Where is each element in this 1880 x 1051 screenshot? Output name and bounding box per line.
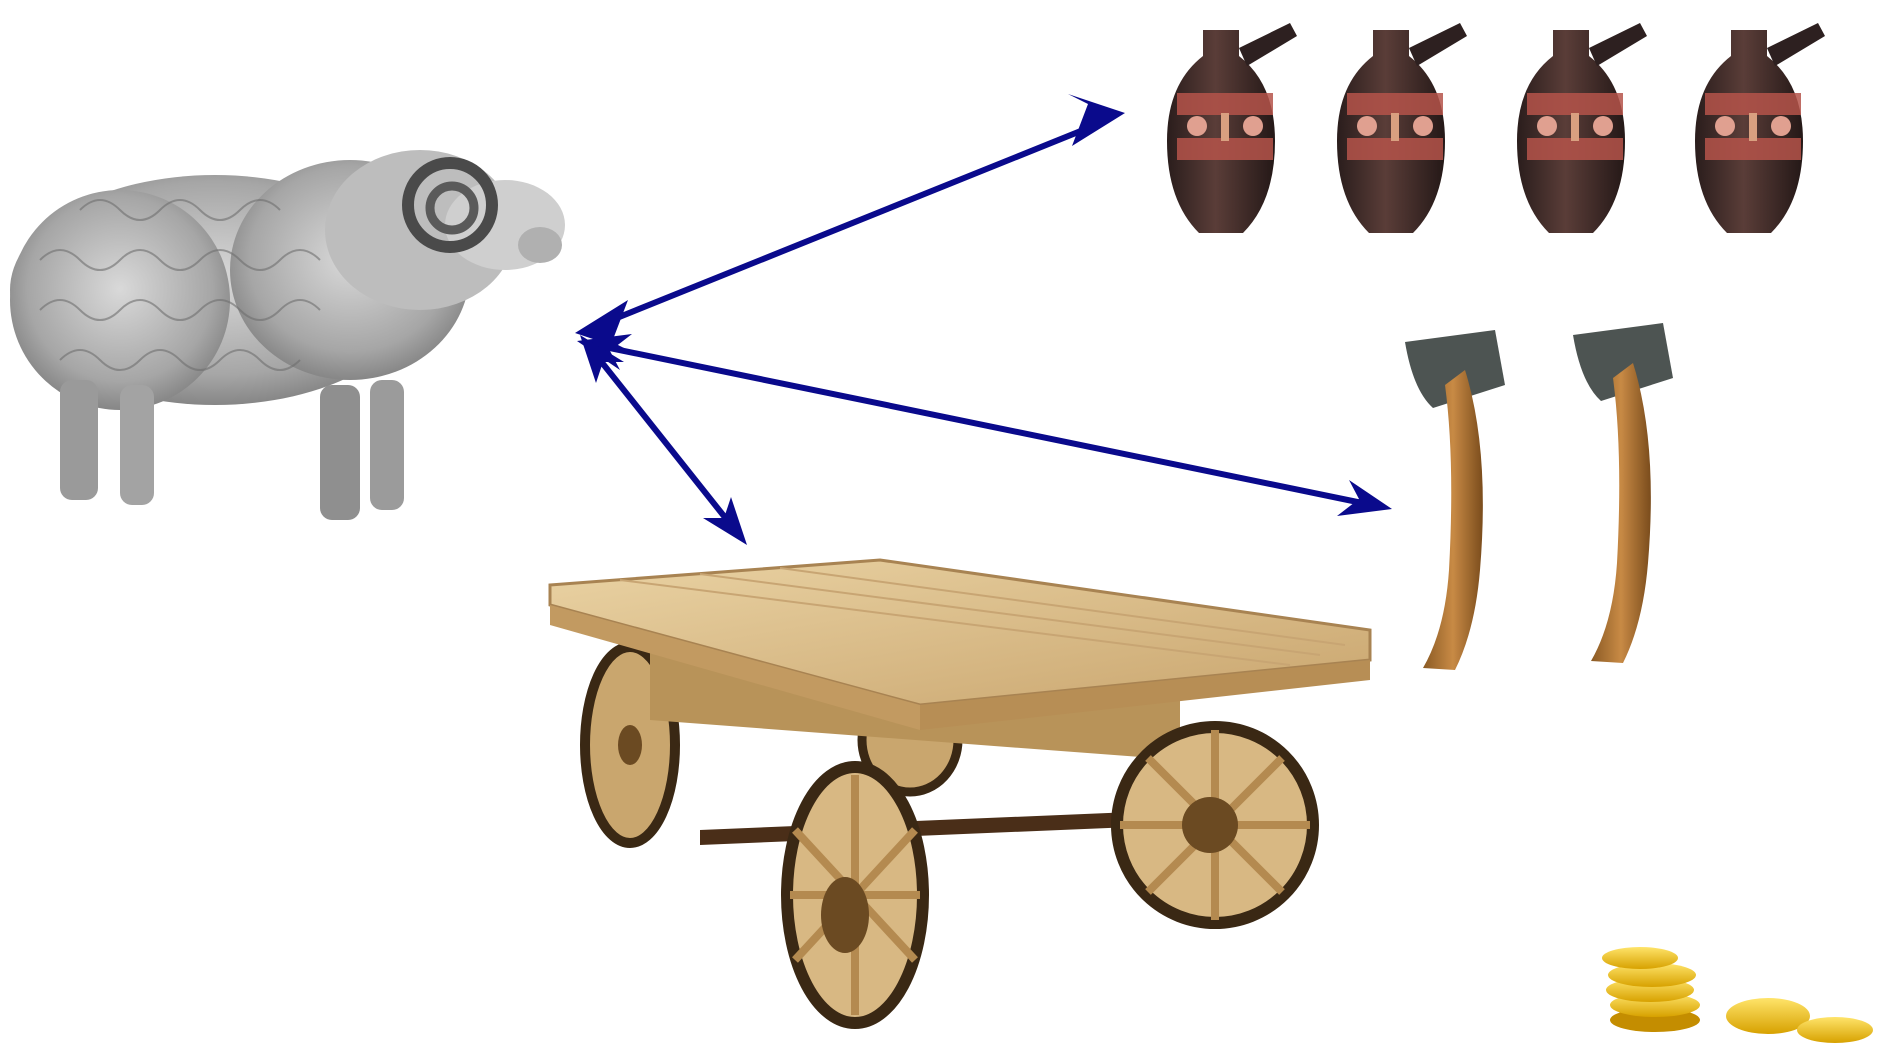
- jug-1: [1167, 23, 1297, 233]
- axes-group: [1405, 323, 1673, 670]
- cart-wheel-front-right: [1117, 727, 1313, 923]
- axe-1: [1405, 330, 1505, 670]
- arrow-sheep-jugs: [575, 94, 1125, 352]
- axe-2: [1573, 323, 1673, 663]
- jugs-group: [1167, 23, 1825, 233]
- coins-illustration: [1602, 947, 1873, 1043]
- jug-4: [1695, 23, 1825, 233]
- jug-2: [1337, 23, 1467, 233]
- sheep-illustration: [10, 150, 565, 520]
- jug-3: [1517, 23, 1647, 233]
- cart-illustration: [550, 560, 1370, 1023]
- arrow-sheep-cart: [580, 335, 747, 545]
- cart-wheel-front-left: [787, 767, 923, 1023]
